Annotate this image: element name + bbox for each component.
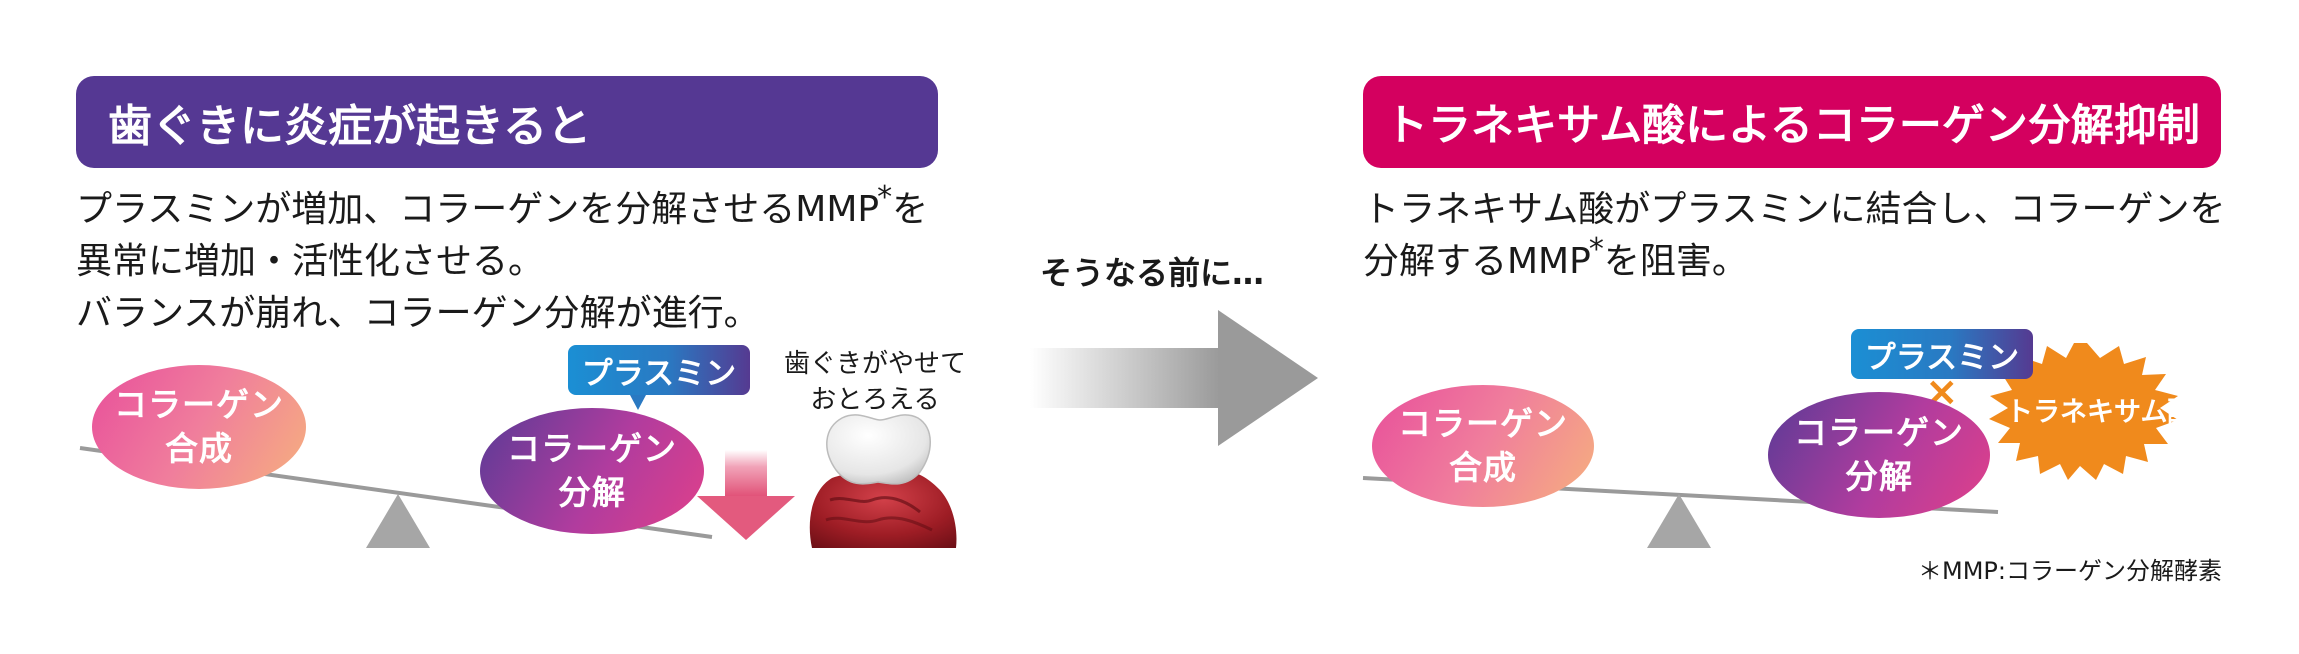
right-header-text: トラネキサム酸によるコラーゲン分解抑制 xyxy=(1385,101,2200,151)
left-degradation-label-1: コラーゲン xyxy=(507,429,677,468)
right-body-line-2: 分解するMMP*を阻害。 xyxy=(1363,232,1748,290)
left-synthesis-label-2: 合成 xyxy=(165,429,233,468)
right-synthesis-label-2: 合成 xyxy=(1449,448,1517,487)
left-scale-fulcrum xyxy=(366,494,430,548)
transition-text: そうなる前に… xyxy=(1040,254,1265,292)
right-degradation-label-1: コラーゲン xyxy=(1794,413,1964,452)
left-degradation-label-2: 分解 xyxy=(558,473,626,512)
right-body-line-2-end: を阻害。 xyxy=(1603,241,1748,282)
mmp-footnote-star-right: * xyxy=(1588,232,1604,267)
right-section-header: トラネキサム酸によるコラーゲン分解抑制 xyxy=(1363,76,2221,168)
left-collagen-synthesis-bubble: コラーゲン 合成 xyxy=(92,365,306,489)
gum-tooth-illustration xyxy=(809,414,957,548)
big-right-arrow xyxy=(1030,310,1318,446)
left-plasmin-label: プラスミン xyxy=(581,355,737,392)
gum-note-line-2: おとろえる xyxy=(810,385,940,415)
tranexamic-burst xyxy=(1989,343,2178,480)
left-body-line-1: プラスミンが増加、コラーゲンを分解させるMMP*を xyxy=(76,180,929,238)
left-synthesis-label-1: コラーゲン xyxy=(114,385,284,424)
left-plasmin-tag: プラスミン xyxy=(568,345,750,395)
mmp-footnote-star: * xyxy=(877,180,893,215)
left-body-line-1-end: を xyxy=(892,189,929,230)
tranexamic-acid-label: トラネキサム酸 xyxy=(2006,397,2195,428)
plasmin-pointer-arrow xyxy=(630,395,646,410)
right-scale-fulcrum xyxy=(1647,494,1711,548)
left-collagen-degradation-bubble: コラーゲン 分解 xyxy=(480,408,704,534)
down-arrow xyxy=(697,450,795,540)
right-body-line-1: トラネキサム酸がプラスミンに結合し、コラーゲンを xyxy=(1363,189,2226,230)
left-body-line-3: バランスが崩れ、コラーゲン分解が進行。 xyxy=(76,293,760,334)
mmp-footnote: ＊MMP:コラーゲン分解酵素 xyxy=(1918,557,2222,585)
left-section-header: 歯ぐきに炎症が起きると xyxy=(76,76,938,168)
left-body-line-1-text: プラスミンが増加、コラーゲンを分解させるMMP xyxy=(76,189,880,230)
right-degradation-label-2: 分解 xyxy=(1845,457,1913,496)
gum-note: 歯ぐきがやせて おとろえる xyxy=(770,346,980,418)
gum-note-line-1: 歯ぐきがやせて xyxy=(783,349,966,379)
left-body-line-2: 異常に増加・活性化させる。 xyxy=(76,241,545,282)
right-synthesis-label-1: コラーゲン xyxy=(1398,404,1568,443)
left-header-text: 歯ぐきに炎症が起きると xyxy=(108,101,592,152)
right-collagen-synthesis-bubble: コラーゲン 合成 xyxy=(1372,385,1594,507)
right-body-line-2-text: 分解するMMP xyxy=(1363,241,1591,282)
right-plasmin-tag: プラスミン xyxy=(1851,329,2033,379)
right-collagen-degradation-bubble: コラーゲン 分解 xyxy=(1768,392,1990,518)
right-plasmin-label: プラスミン xyxy=(1864,339,2020,376)
